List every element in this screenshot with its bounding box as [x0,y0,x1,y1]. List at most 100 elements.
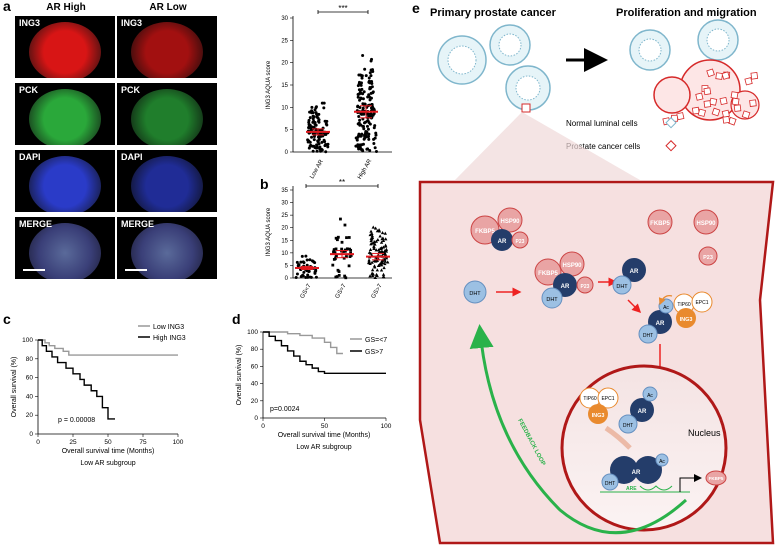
data-point [307,139,311,143]
normal-glands [437,24,551,113]
cancer-cell [741,110,751,119]
data-point [343,248,347,252]
ac-label-3: Ac [659,459,665,465]
data-point [365,112,369,116]
nuclear-complexes: TIP60 EPC1 ING3 AR Ac DHT AR Ac DHT ARE … [579,386,727,493]
data-point [370,79,374,83]
ytick-label: 15 [281,238,288,244]
data-point [367,258,371,262]
dht-label-2: DHT [546,297,558,303]
data-point [308,123,312,127]
data-point [384,237,388,241]
data-point [381,245,386,249]
data-point [372,259,377,263]
ytick-label: 15 [281,83,288,89]
p23-label-2: P23 [581,284,590,290]
data-point [299,260,303,264]
ytick-label: 20 [26,412,34,419]
cancer-cell [706,68,715,78]
data-point [368,148,372,152]
data-point [361,106,365,110]
cancer-cell [691,106,700,115]
cancer-cell [730,91,739,100]
data-point [312,119,316,123]
data-point [384,249,389,253]
data-point [295,272,299,276]
panel-d-letter: d [232,311,241,327]
data-point [307,126,311,130]
data-point [345,247,349,251]
data-point [363,134,367,138]
panel-c-letter: c [3,311,11,327]
ihc-tile-ing3-ar-low: ING3 [117,16,217,78]
data-point [371,69,375,73]
data-point [370,231,374,236]
ac-label-2: Ac [647,393,653,399]
cancer-cell [676,112,685,121]
data-point [359,83,363,87]
xtick-label: 50 [104,439,112,446]
data-point [386,260,390,264]
data-point [359,96,363,100]
ing3-label-1: ING3 [680,317,693,323]
dht-label-6: DHT [605,481,615,487]
data-point [314,275,318,279]
data-point [371,225,375,229]
data-point [317,142,321,146]
ac-label-1: Ac [663,305,669,311]
data-point [322,106,326,110]
panel-b-letter: b [260,176,269,192]
data-point [361,54,365,58]
data-point [311,149,315,153]
xtick-label: 100 [173,439,184,446]
ihc-stain-label: MERGE [121,219,155,229]
data-point [340,240,344,244]
data-point [373,226,378,230]
data-point [358,106,362,110]
tissue-core [131,156,203,212]
data-point [367,80,371,84]
panel-d-legend-1: GS=<7 [365,337,387,344]
data-point [315,143,319,147]
data-point [332,257,336,261]
cancer-cell [749,99,757,107]
xtick-label: 100 [381,423,392,430]
data-point [376,248,381,252]
ihc-tile-dapi-ar-high: DAPI [15,150,115,212]
data-point [356,135,360,139]
data-point [317,112,321,116]
epc1-label-1: EPC1 [695,300,708,306]
tissue-core [29,156,101,212]
panel-d-pvalue: p=0.0024 [270,406,299,413]
ihc-stain-label: PCK [19,85,39,95]
cancer-cell [750,71,759,80]
data-point [372,264,377,268]
panel-c-legend-low: Low ING3 [153,324,184,331]
data-point [307,269,311,273]
data-point [379,268,384,272]
data-point [312,144,316,148]
panel-d-ylabel: Overall survival (%) [236,345,243,406]
data-point [370,260,374,264]
ihc-tile-merge-ar-low: MERGE [117,217,217,279]
ytick-label: 0 [285,150,289,156]
panel-b-significance: ** [339,178,345,187]
data-point [324,150,328,154]
data-point [316,135,320,139]
panel-c-legend-high: High ING3 [153,335,186,342]
data-point [306,275,310,279]
data-point [368,247,373,251]
data-point [314,111,318,115]
panel-e-letter: e [412,0,420,16]
data-point [369,59,373,63]
data-point [362,137,366,141]
data-point [384,247,389,251]
data-point [383,231,387,235]
data-point [361,102,365,106]
data-point [368,71,372,75]
ytick-label: 100 [247,329,258,336]
ihc-stain-label: ING3 [121,18,143,28]
data-point [348,255,352,258]
